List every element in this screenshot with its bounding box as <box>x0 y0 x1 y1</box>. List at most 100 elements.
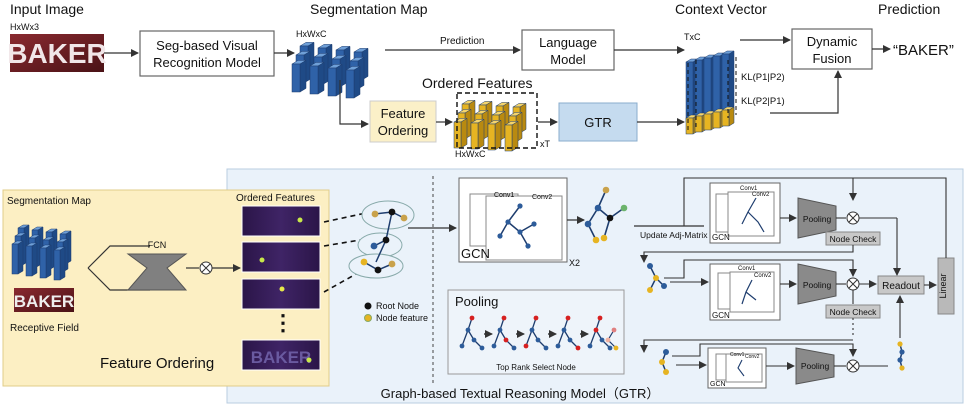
frame-highlight <box>279 286 285 292</box>
prediction-label: Prediction <box>878 1 940 17</box>
of-slab <box>453 117 468 149</box>
feature-ordering-box: Feature Ordering <box>369 100 437 143</box>
ordered-frame <box>241 205 321 237</box>
lp-seg-slab <box>53 246 66 281</box>
linear-label: Linear <box>938 273 948 298</box>
ordered-features-dashed-frame <box>456 92 538 149</box>
legend-feature-dot <box>364 314 372 322</box>
input-image-label: Input Image <box>10 1 84 17</box>
of-slab <box>470 118 485 150</box>
gcn-layer2: Conv1 Conv2 GCN <box>709 263 781 321</box>
of-slab <box>504 120 519 152</box>
context-vector-gold <box>685 106 735 135</box>
language-model-box: Language Model <box>521 29 615 71</box>
ctx-gold-slab <box>721 106 735 127</box>
gcn1-conv2: Conv2 <box>752 192 770 198</box>
lp-seg-map-label: Segmentation Map <box>7 196 91 207</box>
prediction-output: “BAKER” <box>893 42 954 59</box>
of-slab <box>487 119 502 151</box>
graph-l2 <box>647 263 667 293</box>
lp-dots: ⋮ <box>272 310 294 335</box>
context-vector-label: Context Vector <box>675 1 767 17</box>
lp-seg-slab <box>11 240 24 275</box>
gcn3-conv2: Conv2 <box>745 354 760 360</box>
dynamic-fusion-line2: Fusion <box>812 51 851 66</box>
gcn2-conv2: Conv2 <box>754 273 772 279</box>
language-model-line1: Language <box>539 35 597 50</box>
top-rank-label: Top Rank Select Node <box>496 363 576 372</box>
frame-highlight <box>259 257 265 263</box>
pooling-2: Pooling <box>797 263 837 305</box>
graph-l3 <box>659 349 669 375</box>
updated-graph <box>584 186 628 244</box>
lp-ordered-features-label: Ordered Features <box>236 193 315 204</box>
context-dims: TxC <box>684 32 701 42</box>
legend-feature: Node feature <box>376 313 428 323</box>
gcn-main-block: Conv1 Conv2 GCN <box>458 177 568 263</box>
context-vector-blue <box>685 50 735 123</box>
gcn2-conv1: Conv1 <box>738 266 756 272</box>
gcn1-label: GCN <box>712 233 730 242</box>
dynamic-fusion-box: Dynamic Fusion <box>791 28 873 70</box>
kl1-label: KL(P1|P2) <box>741 72 785 83</box>
legend-root: Root Node <box>376 301 419 311</box>
legend-root-dot <box>364 302 372 310</box>
pooling1-label: Pooling <box>803 214 832 224</box>
gtr-label: GTR <box>584 115 611 130</box>
pool-step-graph <box>523 315 549 351</box>
input-image: BAKER <box>7 34 107 72</box>
node-check-1-label: Node Check <box>830 234 878 244</box>
lp-receptive-field: Receptive Field <box>10 323 79 334</box>
pooling-demo-box: Pooling Top Rank Select Node <box>447 289 625 375</box>
ordered-frame <box>241 278 321 310</box>
gcn-conv2: Conv2 <box>532 194 552 201</box>
seg-map-label: Segmentation Map <box>310 1 428 17</box>
lp-receptive-word: BAKER <box>14 292 74 311</box>
seg-slab <box>291 59 307 93</box>
seg-model-line2: Recognition Model <box>153 55 261 70</box>
lp-segmentation-map <box>11 224 72 281</box>
seg-slab <box>309 61 325 95</box>
pooling-1: Pooling <box>797 197 837 239</box>
update-adj-label: Update Adj-Matrix <box>640 230 708 240</box>
feature-ordering-line1: Feature <box>381 106 426 121</box>
pool-step-graph <box>555 315 581 351</box>
frame-highlight <box>306 357 312 363</box>
seg-slab <box>327 63 343 97</box>
kl2-label: KL(P2|P1) <box>741 96 785 107</box>
pooling3-label: Pooling <box>801 361 830 371</box>
lp-ordered-frames: BAKER <box>241 205 321 371</box>
node-check-2-label: Node Check <box>830 307 878 317</box>
gcn-main-label: GCN <box>461 246 490 261</box>
pooling-3: Pooling <box>795 347 835 385</box>
ordered-features-label: Ordered Features <box>422 75 533 91</box>
feature-ordering-line2: Ordering <box>378 123 429 138</box>
pooling2-label: Pooling <box>803 280 832 290</box>
lp-seg-slab <box>39 244 52 279</box>
xt-label: xT <box>540 139 551 149</box>
seg-model-line1: Seg-based Visual <box>156 38 258 53</box>
gcn-layer1: Conv1 Conv2 GCN <box>709 182 781 244</box>
fcn-label: FCN <box>148 240 167 250</box>
seg-map-dims: HxWxC <box>296 29 327 39</box>
pooling-demo-graphs <box>459 315 619 351</box>
lp-receptive-image: BAKER <box>14 288 74 312</box>
gtr-box: GTR <box>558 102 638 142</box>
ordered-frame: BAKER <box>241 339 321 371</box>
lp-title: Feature Ordering <box>100 355 214 372</box>
gcn2-label: GCN <box>712 311 730 320</box>
frame-highlight <box>297 217 303 223</box>
fcn-shape <box>126 253 188 291</box>
ordered-frame <box>241 241 321 273</box>
input-dims: HxWx3 <box>10 22 39 32</box>
pooling-demo-title: Pooling <box>455 294 498 309</box>
gcn1-conv1: Conv1 <box>740 186 758 192</box>
seg-slab <box>345 65 361 99</box>
gcn-x2: X2 <box>569 258 580 268</box>
dynamic-fusion-line1: Dynamic <box>807 34 858 49</box>
input-word: BAKER <box>7 38 107 69</box>
gcn3-conv1: Conv1 <box>730 352 745 358</box>
prediction-arrow-label: Prediction <box>440 36 484 47</box>
readout-label: Readout <box>882 281 920 292</box>
